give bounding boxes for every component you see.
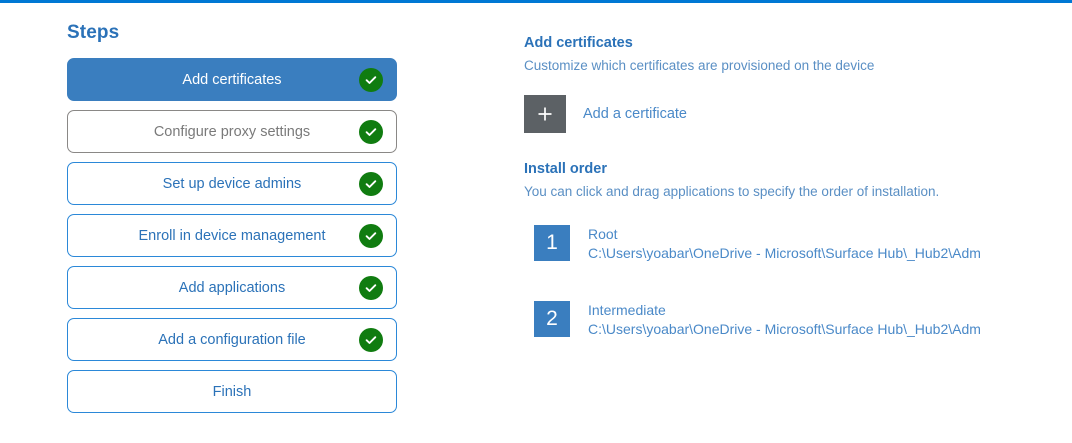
steps-panel: Steps Add certificates Configure proxy s… xyxy=(67,22,397,422)
sidebar-item-add-applications[interactable]: Add applications xyxy=(67,266,397,309)
install-order-section: Install order You can click and drag app… xyxy=(524,159,1044,339)
sidebar-item-finish[interactable]: Finish xyxy=(67,370,397,413)
check-circle-icon xyxy=(359,327,383,352)
add-certificate-row: Add a certificate xyxy=(524,95,1044,133)
check-circle-icon xyxy=(359,119,383,144)
certificate-path: C:\Users\yoabar\OneDrive - Microsoft\Sur… xyxy=(588,245,981,261)
sidebar-item-add-certificates[interactable]: Add certificates xyxy=(67,58,397,101)
add-certificates-section: Add certificates Customize which certifi… xyxy=(524,33,1044,133)
check-circle-icon xyxy=(359,67,383,92)
install-order-list: 1 Root C:\Users\yoabar\OneDrive - Micros… xyxy=(524,225,1044,339)
order-badge: 2 xyxy=(534,301,570,337)
certificate-details: Root C:\Users\yoabar\OneDrive - Microsof… xyxy=(588,225,981,263)
certificate-path: C:\Users\yoabar\OneDrive - Microsoft\Sur… xyxy=(588,321,981,337)
plus-icon[interactable] xyxy=(524,95,566,133)
check-circle-icon xyxy=(359,275,383,300)
steps-heading: Steps xyxy=(67,22,120,43)
step-label: Configure proxy settings xyxy=(153,123,311,140)
step-label: Finish xyxy=(212,383,252,400)
step-label: Add applications xyxy=(178,279,286,296)
check-circle-icon xyxy=(359,223,383,248)
top-accent-rule xyxy=(0,0,1072,3)
sidebar-item-configure-proxy-settings[interactable]: Configure proxy settings xyxy=(67,110,397,153)
certificate-details: Intermediate C:\Users\yoabar\OneDrive - … xyxy=(588,301,981,339)
section-description-add-certificates: Customize which certificates are provisi… xyxy=(524,58,875,73)
certificate-name: Root xyxy=(588,226,618,242)
sidebar-item-add-a-configuration-file[interactable]: Add a configuration file xyxy=(67,318,397,361)
certificate-name: Intermediate xyxy=(588,302,666,318)
step-label: Set up device admins xyxy=(162,175,302,192)
section-heading-add-certificates: Add certificates xyxy=(524,35,633,51)
detail-panel: Add certificates Customize which certifi… xyxy=(524,33,1044,377)
section-description-install-order: You can click and drag applications to s… xyxy=(524,184,940,199)
sidebar-item-set-up-device-admins[interactable]: Set up device admins xyxy=(67,162,397,205)
list-item[interactable]: 2 Intermediate C:\Users\yoabar\OneDrive … xyxy=(524,301,1044,339)
step-label: Enroll in device management xyxy=(138,227,326,244)
wizard-page: Steps Add certificates Configure proxy s… xyxy=(0,3,1072,443)
add-certificate-button[interactable]: Add a certificate xyxy=(583,106,687,122)
section-heading-install-order: Install order xyxy=(524,161,607,177)
order-badge: 1 xyxy=(534,225,570,261)
step-label: Add a configuration file xyxy=(158,331,306,348)
list-item[interactable]: 1 Root C:\Users\yoabar\OneDrive - Micros… xyxy=(524,225,1044,263)
sidebar-item-enroll-in-device-management[interactable]: Enroll in device management xyxy=(67,214,397,257)
step-label: Add certificates xyxy=(182,71,282,88)
check-circle-icon xyxy=(359,171,383,196)
